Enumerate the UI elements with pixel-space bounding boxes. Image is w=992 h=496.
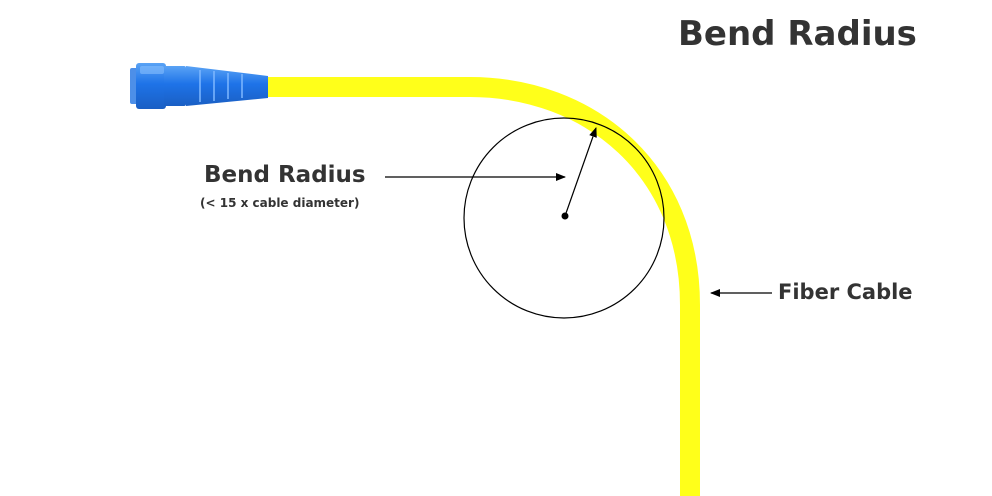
fiber-connector-icon: [130, 63, 268, 109]
radius-arrow: [564, 127, 597, 217]
fiber-cable-label: Fiber Cable: [778, 280, 913, 304]
fiber-cable: [262, 77, 700, 496]
diagram-title: Bend Radius: [678, 14, 917, 54]
bend-radius-label: Bend Radius: [204, 162, 366, 188]
bend-radius-circle: [463, 117, 665, 319]
bend-radius-note: (< 15 x cable diameter): [200, 196, 360, 210]
